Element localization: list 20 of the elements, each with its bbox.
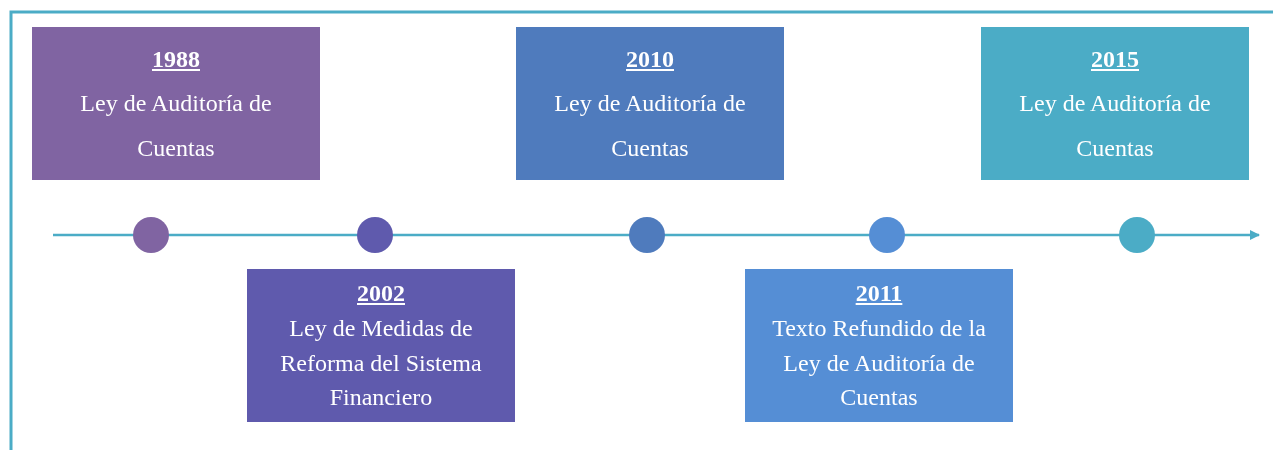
event-box xyxy=(981,27,1249,180)
year-heading: 1988 xyxy=(152,44,200,74)
year-heading: 2015 xyxy=(1091,44,1139,74)
timeline-marker xyxy=(629,217,665,253)
event-text: Texto Refundido de la Ley de Auditoría de Cuentas xyxy=(771,313,987,413)
year-heading: 2010 xyxy=(626,44,674,74)
timeline-marker xyxy=(869,217,905,253)
event-text: Ley de Auditoría de Cuentas xyxy=(79,89,273,163)
event-text: Ley de Auditoría de Cuentas xyxy=(1018,89,1212,163)
timeline-marker xyxy=(1119,217,1155,253)
event-text: Ley de Auditoría de Cuentas xyxy=(553,89,747,163)
event-box xyxy=(32,27,320,180)
year-heading: 2011 xyxy=(855,278,903,308)
event-box xyxy=(745,269,1013,422)
event-box xyxy=(516,27,784,180)
year-heading: 2002 xyxy=(357,278,405,308)
timeline-marker xyxy=(133,217,169,253)
event-text: Ley de Medidas de Reforma del Sistema Financiero xyxy=(279,313,483,413)
timeline-marker xyxy=(357,217,393,253)
event-box xyxy=(247,269,515,422)
